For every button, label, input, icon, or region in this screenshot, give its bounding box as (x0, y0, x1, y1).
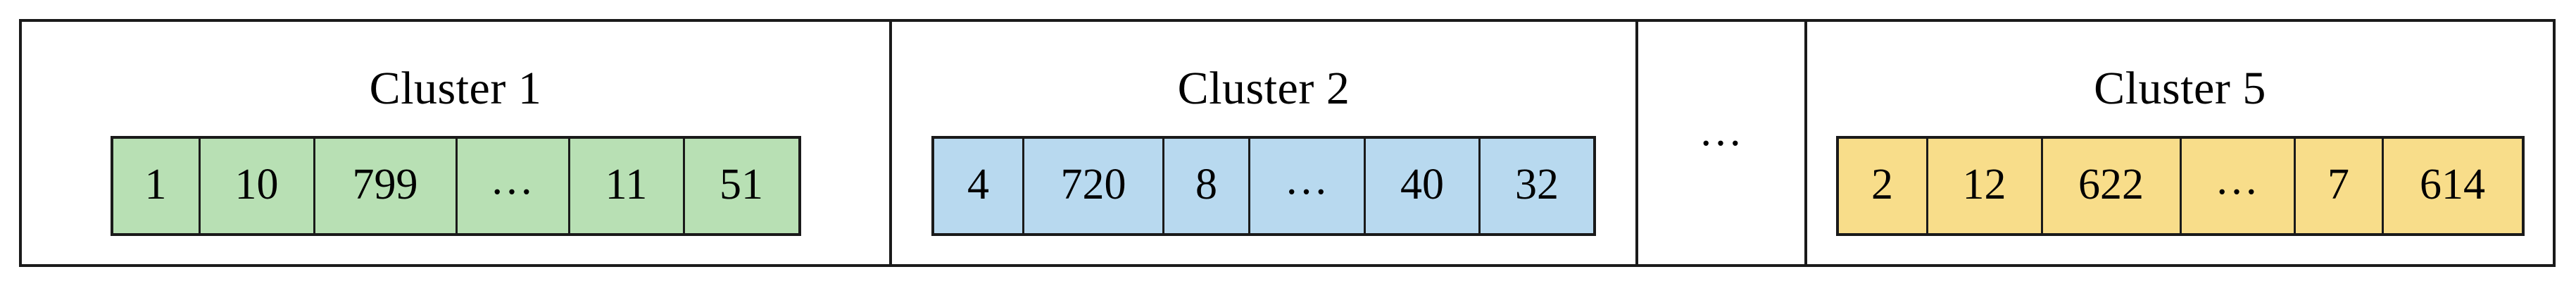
cell-cluster-5-1: 12 (1925, 139, 2041, 233)
cell-cluster-5-2: 622 (2040, 139, 2180, 233)
cell-cluster-5-5: 614 (2381, 139, 2522, 233)
cell-cluster-5-4: 7 (2293, 139, 2382, 233)
panel-cluster-2: Cluster 2 4 720 8 … 40 32 (889, 22, 1635, 264)
cell-row-cluster-1: 1 10 799 … 11 51 (110, 136, 801, 236)
cell-cluster-1-4: 11 (567, 139, 683, 233)
diagram-outer-frame: Cluster 1 1 10 799 … 11 51 Cluster 2 4 7… (19, 19, 2556, 267)
cell-cluster-2-3-ellipsis: … (1248, 139, 1364, 233)
cell-cluster-1-0: 1 (113, 139, 199, 233)
cell-row-cluster-5: 2 12 622 … 7 614 (1835, 136, 2525, 236)
panel-title-cluster-2: Cluster 2 (1177, 63, 1350, 114)
cell-cluster-1-3-ellipsis: … (455, 139, 568, 233)
cell-cluster-2-4: 40 (1364, 139, 1478, 233)
cell-cluster-5-0: 2 (1838, 139, 1926, 233)
panel-cluster-1: Cluster 1 1 10 799 … 11 51 (22, 22, 889, 264)
panel-title-cluster-5: Cluster 5 (2094, 63, 2266, 114)
cell-cluster-2-2: 8 (1162, 139, 1248, 233)
cell-cluster-1-2: 799 (313, 139, 455, 233)
cell-cluster-2-5: 32 (1478, 139, 1593, 233)
cell-cluster-2-1: 720 (1022, 139, 1162, 233)
panel-title-cluster-1: Cluster 1 (369, 63, 542, 114)
panel-clusters-continuation: … (1635, 22, 1804, 264)
clusters-continuation-ellipsis: … (1699, 106, 1744, 155)
cell-cluster-2-0: 4 (934, 139, 1022, 233)
panel-cluster-5: Cluster 5 2 12 622 … 7 614 (1804, 22, 2553, 264)
cell-row-cluster-2: 4 720 8 … 40 32 (931, 136, 1596, 236)
cell-cluster-5-3-ellipsis: … (2179, 139, 2294, 233)
cell-cluster-1-5: 51 (682, 139, 798, 233)
cell-cluster-1-1: 10 (198, 139, 313, 233)
